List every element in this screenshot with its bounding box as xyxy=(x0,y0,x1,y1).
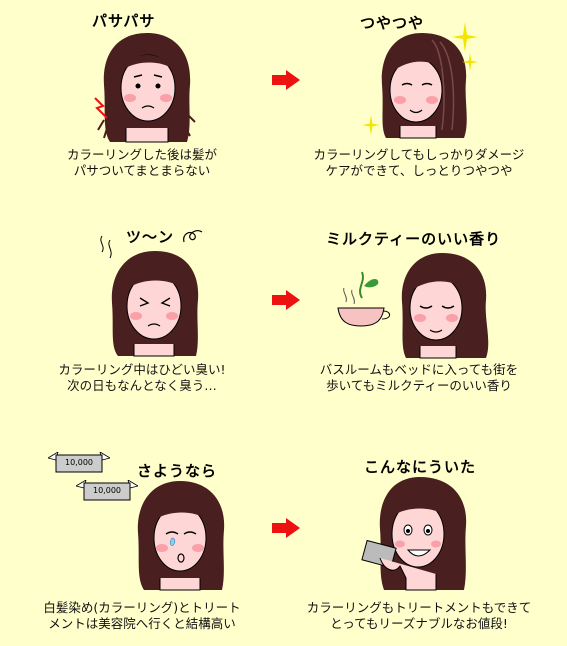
panel-title: つやつや xyxy=(360,14,425,32)
happy-woman-with-money-illustration xyxy=(361,477,467,591)
sparkle-icon xyxy=(452,22,478,52)
smell-swirl-icon xyxy=(183,230,203,243)
caption-line: 白髪染め(カラーリング)とトリート xyxy=(43,600,241,615)
panel-title: ミルクティーのいい香り xyxy=(326,230,502,248)
caption-line: メントは美容院へ行くと結構高い xyxy=(48,616,236,631)
sad-woman-illustration xyxy=(137,481,225,591)
arrow-right-icon xyxy=(272,518,300,538)
sparkle-icon xyxy=(362,114,380,136)
odor-lines-icon xyxy=(100,235,112,259)
banknote-label: 10,000 xyxy=(65,458,93,467)
panel-title: パサパサ xyxy=(92,12,156,30)
damage-spark-icon xyxy=(94,97,108,119)
caption-line: 次の日もなんとなく臭う… xyxy=(67,378,217,393)
caption-line: カラーリングした後は髪が xyxy=(66,147,217,162)
caption-line: カラーリングもトリートメントもできて xyxy=(306,600,532,615)
caption-line: パサついてまとまらない xyxy=(73,163,211,178)
caption-line: 歩いてもミルクティーのいい香り xyxy=(326,378,512,393)
flying-banknote-icon: 10,000 xyxy=(48,452,110,474)
caption-line: カラーリング中はひどい臭い! xyxy=(58,362,226,377)
glossy-hair-woman-illustration xyxy=(381,33,467,139)
bad-smell-woman-illustration xyxy=(111,251,199,357)
arrow-right-icon xyxy=(272,70,300,90)
milk-tea-cup-icon xyxy=(337,271,391,327)
flying-banknote-icon: 10,000 xyxy=(76,480,138,502)
arrow-right-icon xyxy=(272,290,300,310)
sparkle-icon xyxy=(462,52,478,72)
banknote-label: 10,000 xyxy=(93,486,121,495)
caption-line: ケアができて、しっとりつやつや xyxy=(325,163,513,178)
panel-title: こんなにういた xyxy=(364,458,477,476)
relaxed-woman-illustration xyxy=(401,253,489,359)
caption-line: とってもリーズナブルなお値段! xyxy=(330,616,508,631)
caption-line: カラーリングしてもしっかりダメージ xyxy=(313,147,525,162)
panel-title: ツ〜ン xyxy=(126,228,175,246)
caption-line: バスルームもベッドに入っても街を xyxy=(319,362,519,377)
dry-hair-woman-illustration xyxy=(97,33,196,143)
panel-title: さようなら xyxy=(137,462,218,480)
